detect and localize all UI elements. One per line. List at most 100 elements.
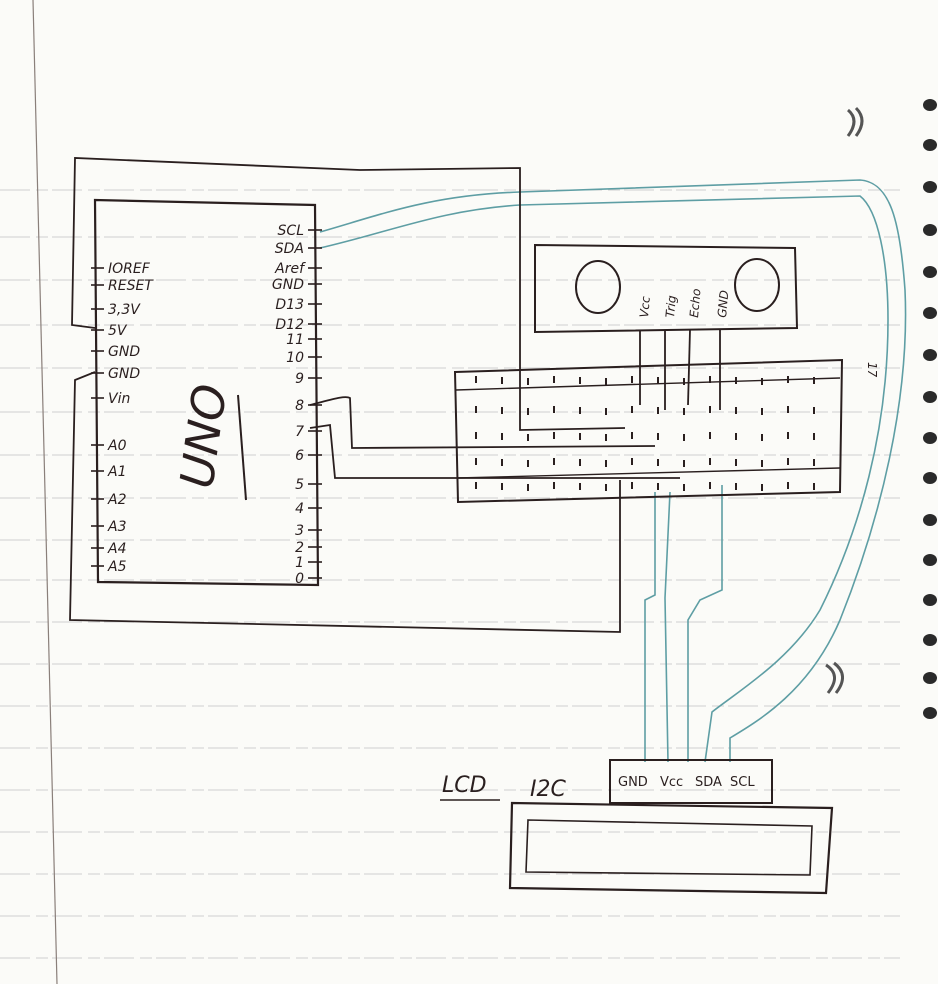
left-pin-label: 5V xyxy=(108,323,128,339)
breadboard-hole xyxy=(709,432,711,439)
breadboard-hole xyxy=(813,459,815,466)
breadboard-hole xyxy=(761,434,763,441)
breadboard-hole xyxy=(735,483,737,490)
right-pin-label: 1 xyxy=(295,555,304,571)
breadboard-hole xyxy=(683,408,685,415)
breadboard-hole xyxy=(761,408,763,415)
breadboard-hole xyxy=(631,406,633,413)
sensor-pin-echo: Echo xyxy=(687,288,703,318)
sensor-transducer-left xyxy=(575,260,621,314)
wire-pin8 xyxy=(309,396,656,449)
breadboard-hole xyxy=(813,433,815,440)
lcd-pin-sda: SDA xyxy=(695,775,722,790)
board-name: UNO xyxy=(169,381,237,492)
breadboard-hole xyxy=(631,458,633,465)
right-pin-label: GND xyxy=(272,277,304,293)
left-pin-label: GND xyxy=(108,344,140,360)
left-pin-label: A0 xyxy=(107,438,127,454)
wire-scl xyxy=(319,179,907,762)
right-pin-label: 5 xyxy=(295,477,304,493)
breadboard-hole xyxy=(813,407,815,414)
lcd-i2c-module: GND Vcc SDA SCL LCD I2C xyxy=(440,759,834,895)
breadboard-hole xyxy=(683,484,685,491)
breadboard-hole xyxy=(761,484,763,491)
breadboard-hole xyxy=(657,483,659,490)
sensor-transducer-right xyxy=(734,258,780,312)
breadboard-hole xyxy=(605,434,607,441)
breadboard-hole xyxy=(579,377,581,384)
breadboard-hole xyxy=(709,376,711,383)
right-pin-label: 8 xyxy=(295,398,304,414)
breadboard-hole xyxy=(631,482,633,489)
breadboard-hole xyxy=(553,432,555,439)
breadboard-hole xyxy=(735,407,737,414)
breadboard-hole xyxy=(527,434,529,441)
sensor-pin-vcc: Vcc xyxy=(637,295,653,318)
sensor-pin-trig: Trig xyxy=(663,294,679,318)
lcd-pin-vcc: Vcc xyxy=(660,775,683,790)
breadboard-hole xyxy=(709,406,711,413)
right-pin-label: SCL xyxy=(278,223,304,239)
breadboard-hole xyxy=(709,482,711,489)
breadboard-hole xyxy=(501,377,503,384)
left-pin-label: GND xyxy=(108,366,140,382)
breadboard-label: 17 xyxy=(865,362,879,378)
breadboard-hole xyxy=(553,376,555,383)
breadboard-hole xyxy=(553,406,555,413)
breadboard-hole xyxy=(579,483,581,490)
wire-lcd-vcc xyxy=(644,492,656,762)
breadboard-hole xyxy=(657,459,659,466)
wire-lcd-gnd xyxy=(664,491,671,763)
breadboard-hole xyxy=(501,407,503,414)
right-pin-label: D13 xyxy=(275,297,304,313)
sensor-pin-gnd: GND xyxy=(715,290,731,319)
breadboard-hole xyxy=(787,406,789,413)
left-pin-label: RESET xyxy=(108,278,154,294)
right-pin-label: Aref xyxy=(274,261,306,277)
right-pin-label: 0 xyxy=(295,571,304,587)
breadboard-hole xyxy=(475,376,477,383)
breadboard-hole xyxy=(761,378,763,385)
right-pin-label: 9 xyxy=(295,371,304,387)
breadboard-hole xyxy=(579,433,581,440)
left-pin-label: A5 xyxy=(107,559,127,575)
wire-sda xyxy=(319,195,889,763)
left-pin-label: IOREF xyxy=(108,261,151,277)
lcd-label: LCD xyxy=(442,773,487,798)
right-pin-label: D12 xyxy=(275,317,304,333)
right-pin-label: 11 xyxy=(286,332,304,348)
breadboard-hole xyxy=(553,482,555,489)
lcd-interface-label: I2C xyxy=(530,777,566,802)
breadboard-hole xyxy=(501,459,503,466)
punch-hole-bottom xyxy=(825,661,844,694)
breadboard-hole xyxy=(683,460,685,467)
right-pin-label: SDA xyxy=(275,241,304,257)
left-pin-label: A3 xyxy=(107,519,126,535)
right-pin-label: 4 xyxy=(295,501,304,517)
right-pin-label: 7 xyxy=(295,424,304,440)
breadboard-hole xyxy=(605,484,607,491)
ultrasonic-sensor: Vcc Trig Echo GND xyxy=(534,243,799,334)
breadboard-hole xyxy=(657,377,659,384)
breadboard-hole xyxy=(657,433,659,440)
right-pin-label: 10 xyxy=(286,350,304,366)
left-pin-label: A1 xyxy=(107,464,126,480)
breadboard-hole xyxy=(579,407,581,414)
left-pin-label: Vin xyxy=(108,391,130,407)
left-pin-label: A2 xyxy=(107,492,127,508)
lcd-pin-scl: SCL xyxy=(730,775,755,790)
breadboard-hole xyxy=(605,460,607,467)
breadboard-hole xyxy=(475,458,477,465)
breadboard-hole xyxy=(735,459,737,466)
arduino-uno-board: UNO IOREFRESET3,3V5VGNDGNDVinA0A1A2A3A4A… xyxy=(91,198,322,587)
spiral-binding xyxy=(923,99,937,719)
breadboard-hole xyxy=(735,433,737,440)
breadboard-hole xyxy=(475,482,477,489)
breadboard-hole xyxy=(579,459,581,466)
breadboard-hole xyxy=(631,376,633,383)
left-pin-label: 3,3V xyxy=(108,302,141,318)
breadboard-hole xyxy=(787,376,789,383)
